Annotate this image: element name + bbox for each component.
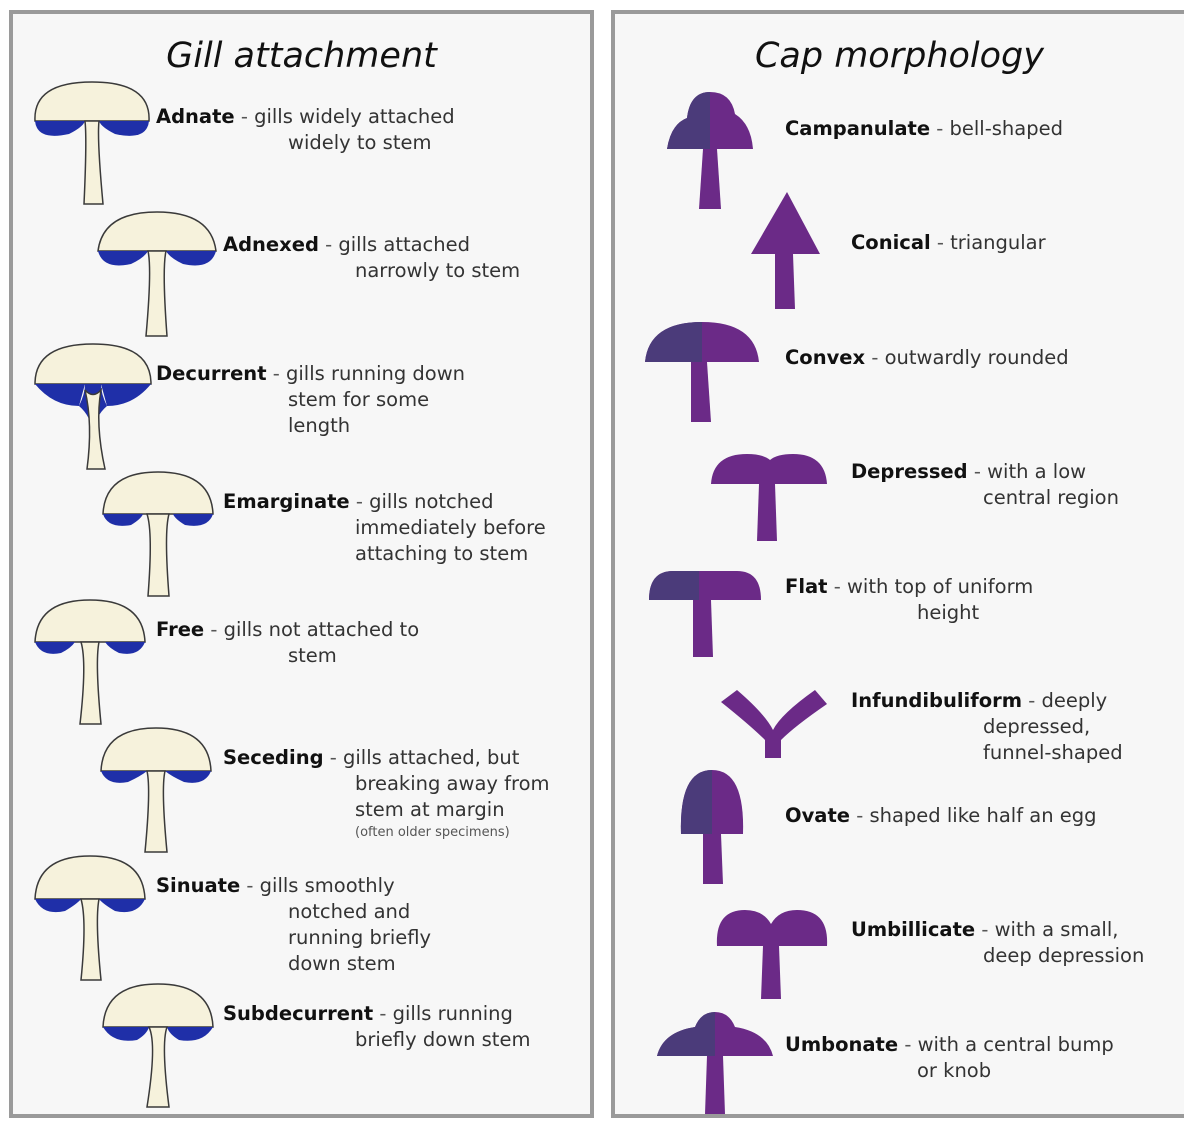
umbonate-separator: - xyxy=(904,1033,911,1056)
gill-attachment-panel: Gill attachment Adnate - gills widely at… xyxy=(9,10,594,1118)
subdecurrent-separator: - xyxy=(379,1002,386,1025)
umbonate-term: Umbonate xyxy=(785,1033,898,1056)
subdecurrent-description-cont: briefly down stem xyxy=(223,1027,530,1053)
umbonate-cap-icon xyxy=(615,14,1184,1124)
umbonate-description-cont: or knob xyxy=(785,1058,1114,1084)
subdecurrent-description: gills running xyxy=(393,1002,513,1025)
umbonate-description: with a central bump xyxy=(918,1033,1114,1056)
subdecurrent-mushroom-icon xyxy=(13,14,593,1124)
cap-morphology-panel: Cap morphology Campanulate - bell-shaped… xyxy=(611,10,1184,1118)
subdecurrent-term: Subdecurrent xyxy=(223,1002,373,1025)
